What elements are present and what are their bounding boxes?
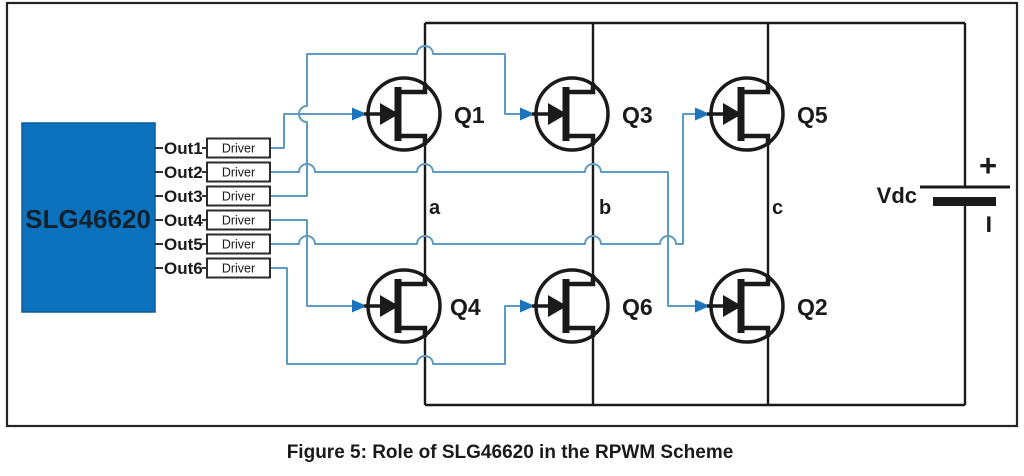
drain-lead [744, 275, 771, 287]
gate-arrow-icon [695, 107, 710, 121]
driver-block [206, 233, 271, 255]
source-lead [744, 133, 771, 145]
chip-output-row-1: Out1 Driver [155, 137, 271, 159]
slg46620-chip-block [21, 122, 156, 313]
source-lead [744, 325, 771, 337]
transistor-label: Q3 [622, 102, 653, 128]
output-pin-label: Out3 [164, 187, 203, 206]
chip-output-row-3: Out3 Driver [155, 185, 271, 207]
gate-arrow-icon [352, 299, 367, 313]
source-lead [569, 133, 596, 145]
battery-plus-sign: + [979, 148, 997, 183]
battery-voltage-label: Vdc [877, 183, 917, 208]
gate-arrow-icon [352, 107, 367, 121]
transistor-q2: Q2 [695, 268, 828, 344]
driver-label: Driver [222, 142, 255, 156]
driver-label: Driver [222, 190, 255, 204]
source-lead [401, 133, 428, 145]
transistor-label: Q4 [450, 294, 481, 320]
driver-block [206, 209, 271, 231]
battery-minus-sign: − [972, 215, 1007, 233]
drain-lead [569, 275, 596, 287]
chip-output-row-2: Out2 Driver [155, 161, 271, 183]
wire-out5-to-q5 [270, 113, 696, 245]
chip-output-row-6: Out6 Driver [155, 257, 271, 279]
gate-arrow-icon [520, 299, 535, 313]
chip-label: SLG46620 [25, 204, 151, 234]
gate-arrow-icon [695, 299, 710, 313]
figure-caption: Figure 5: Role of SLG46620 in the RPWM S… [287, 442, 734, 463]
driver-label: Driver [222, 166, 255, 180]
gate-triangle-icon [380, 295, 399, 317]
gate-triangle-icon [723, 295, 742, 317]
chip-output-row-4: Out4 Driver [155, 209, 271, 231]
transistor-q5: Q5 [695, 76, 828, 152]
driver-label: Driver [222, 262, 255, 276]
driver-block [206, 257, 271, 279]
phase-node-b: b [599, 197, 611, 219]
transistor-label: Q1 [454, 102, 485, 128]
output-pin-label: Out2 [164, 163, 203, 182]
driver-block [206, 161, 271, 183]
output-pin-label: Out6 [164, 259, 203, 278]
phase-node-c: c [772, 197, 783, 219]
wire-out6-to-q6 [270, 267, 521, 365]
gate-triangle-icon [548, 295, 567, 317]
transistor-label: Q5 [797, 102, 828, 128]
gate-triangle-icon [380, 103, 399, 125]
source-lead [569, 325, 596, 337]
driver-label: Driver [222, 238, 255, 252]
wire-out3-to-q3 [270, 45, 521, 197]
transistor-label: Q2 [797, 294, 828, 320]
output-pin-label: Out5 [164, 235, 203, 254]
gate-arrow-icon [520, 107, 535, 121]
output-pin-label: Out1 [164, 139, 203, 158]
driver-label: Driver [222, 214, 255, 228]
transistor-label: Q6 [622, 294, 653, 320]
transistor-q4: Q4 [352, 268, 481, 344]
chip-output-row-5: Out5 Driver [155, 233, 271, 255]
wire-out4-to-q4 [270, 219, 353, 307]
figure-border [5, 1, 1019, 428]
drain-lead [401, 83, 428, 95]
driver-block [206, 137, 271, 159]
gate-triangle-icon [548, 103, 567, 125]
transistor-q6: Q6 [520, 268, 653, 344]
transistor-q3: Q3 [520, 76, 653, 152]
gate-triangle-icon [723, 103, 742, 125]
battery-negative-plate [933, 197, 996, 206]
drain-lead [401, 275, 428, 287]
drain-lead [744, 83, 771, 95]
transistor-q1: Q1 [352, 76, 485, 152]
phase-node-a: a [429, 197, 441, 219]
driver-block [206, 185, 271, 207]
drain-lead [569, 83, 596, 95]
source-lead [401, 325, 428, 337]
output-pin-label: Out4 [164, 211, 203, 230]
wire-out1-to-q1 [270, 113, 353, 149]
